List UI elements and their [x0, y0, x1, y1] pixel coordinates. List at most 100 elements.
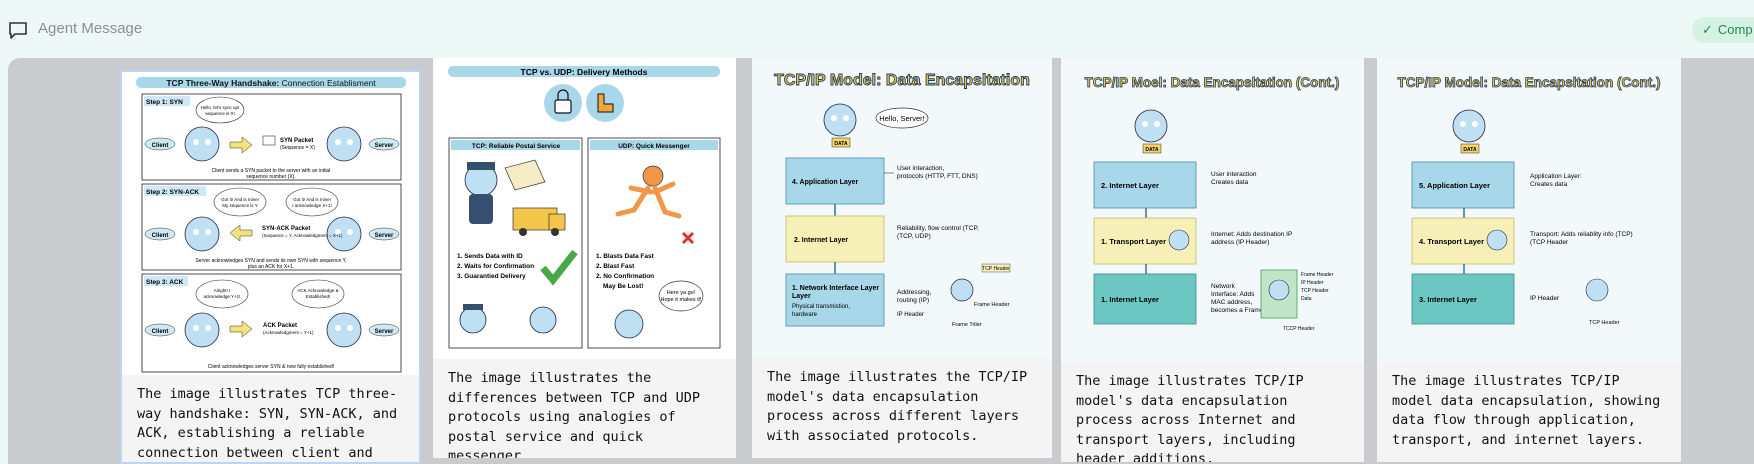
- svg-text:My sequence is Y: My sequence is Y: [222, 203, 257, 208]
- status-badge: ✓ Comp: [1692, 17, 1754, 43]
- svg-text:ACK Acknowledge &: ACK Acknowledge &: [297, 288, 338, 293]
- svg-text:Layer: Layer: [792, 293, 811, 300]
- svg-text:hardware: hardware: [792, 312, 818, 318]
- handshake-title-rest: Connection Establisment: [279, 78, 376, 88]
- tccp-header-tag: TCCP Header: [1283, 326, 1315, 332]
- svg-text:User interaction: User interaction: [1211, 171, 1257, 178]
- svg-text:Creates data: Creates data: [1211, 179, 1249, 186]
- tcp-point-2: 2. Waits for Confirmation: [457, 263, 534, 270]
- svg-text:address (IP Header): address (IP Header): [1211, 239, 1269, 246]
- svg-text:Got it! And is mine!: Got it! And is mine!: [293, 197, 331, 202]
- encap2-title: TCP/IP Moel: Data Encapsltation (Cont.): [1085, 75, 1340, 90]
- ack-packet: ACK Packet: [263, 323, 297, 329]
- handshake-title-bold: TCP Three-Way Handshake:: [166, 78, 279, 88]
- image-card-tcp-vs-udp[interactable]: TCP vs. UDP: Delivery Methods TCP: Relia…: [433, 58, 736, 458]
- encapsulation-illustration-1[interactable]: TCP/IP Model: Data Encapsltation DATA He…: [752, 58, 1052, 358]
- tcp-panel-title: TCP: Reliable Postal Service: [472, 143, 561, 150]
- svg-text:Hello, let's sync up!: Hello, let's sync up!: [201, 105, 240, 110]
- tcp-udp-title: TCP vs. UDP: Delivery Methods: [521, 67, 648, 77]
- step-2-box: Step 2: SYN-ACK Client Server SYN-ACK Pa…: [142, 184, 401, 270]
- svg-text:sequence number (X).: sequence number (X).: [246, 174, 295, 180]
- svg-text:IP Header: IP Header: [897, 312, 924, 318]
- tcp-header-tag-2: TCP Header: [1301, 288, 1329, 294]
- hello-server-bubble: Hello, Server!: [879, 114, 924, 123]
- encap3-title: TCP/IP Model: Data Encapsltation (Cont.): [1397, 75, 1660, 90]
- image-caption: The image illustrates the differences be…: [433, 359, 736, 458]
- image-caption: The image illustrates the TCP/IP model's…: [752, 358, 1052, 458]
- udp-panel-title: UDP: Quick Messenger: [618, 143, 690, 150]
- data-tag: DATA: [1145, 147, 1159, 153]
- server-label-1: Server: [375, 143, 394, 149]
- image-caption: The image illustrates TCP/IP model data …: [1377, 362, 1681, 462]
- encap3-layer-3: 3. Internet Layer: [1419, 295, 1477, 304]
- ack-packet-sub: (Acknowledgment = Y+1): [263, 330, 314, 335]
- tcp-header-tag: TCP Header: [982, 266, 1010, 272]
- message-header: Agent Message ✓Comp: [0, 0, 1754, 60]
- svg-text:Creates data: Creates data: [1530, 181, 1568, 188]
- svg-text:becomes a Frame: becomes a Frame: [1211, 307, 1264, 314]
- tcp-point-1: 1. Sends Data with ID: [457, 253, 523, 260]
- svg-text:(TCP Header: (TCP Header: [1530, 239, 1569, 246]
- step-3-label: Step 3: ACK: [146, 279, 184, 286]
- client-label-1: Client: [152, 143, 169, 149]
- frame-header-tag-2: Frame Header: [1301, 272, 1334, 278]
- udp-point-4: May Be Lost!: [603, 283, 643, 290]
- frame-trailer-tag: Frame Triler: [952, 322, 982, 328]
- svg-text:Application Layer:: Application Layer:: [1530, 173, 1582, 180]
- svg-text:MAC address,: MAC address,: [1211, 299, 1252, 306]
- encapsulation-illustration-3[interactable]: TCP/IP Model: Data Encapsltation (Cont.)…: [1377, 58, 1681, 362]
- svg-text:Addressing,: Addressing,: [897, 289, 932, 296]
- image-card-handshake[interactable]: TCP Three-Way Handshake: Connection Esta…: [120, 70, 421, 464]
- udp-point-3: 2. No Confirmation: [596, 273, 654, 280]
- encap1-layer-1-desc: User interaction,: [897, 165, 945, 172]
- svg-text:1. Network Interface Layer: 1. Network Interface Layer: [792, 285, 879, 292]
- encap2-layer-2: 1. Transport Layer: [1101, 237, 1166, 246]
- data-tag-2: Data: [1301, 296, 1312, 302]
- svg-text:Client acknowledges server SYN: Client acknowledges server SYN & now ful…: [208, 364, 334, 370]
- ip-header-tag-2: IP Header: [1301, 280, 1324, 286]
- step-3-box: Step 3: ACK Client Server ACK Packet (Ac…: [142, 274, 401, 372]
- step-2-label: Step 2: SYN-ACK: [146, 189, 199, 196]
- syn-packet: SYN Packet: [280, 138, 313, 144]
- encap3-layer-1: 5. Application Layer: [1419, 181, 1490, 190]
- svg-text:plus an ACK for X+1.: plus an ACK for X+1.: [248, 264, 295, 270]
- tcp-udp-illustration[interactable]: TCP vs. UDP: Delivery Methods TCP: Relia…: [433, 58, 736, 359]
- svg-text:protocols (HTTP, FTT, DNS): protocols (HTTP, FTT, DNS): [897, 173, 978, 180]
- svg-text:DATA: DATA: [834, 141, 848, 147]
- syn-packet-sub: (Sequence = X): [280, 145, 315, 151]
- handshake-illustration[interactable]: TCP Three-Way Handshake: Connection Esta…: [122, 72, 419, 375]
- svg-text:Hope it makes it!: Hope it makes it!: [661, 297, 702, 303]
- step-1-label: Step 1: SYN: [146, 99, 183, 106]
- svg-text:TCP Three-Way Handshake: Conne: TCP Three-Way Handshake: Connection Esta…: [166, 78, 376, 88]
- image-card-encapsulation-3[interactable]: TCP/IP Model: Data Encapsltation (Cont.)…: [1377, 58, 1681, 462]
- svg-text:Established!: Established!: [306, 294, 331, 299]
- check-icon: ✓: [1702, 22, 1713, 37]
- encap1-title: TCP/IP Model: Data Encapsltation: [774, 72, 1030, 89]
- encapsulation-illustration-2[interactable]: TCP/IP Moel: Data Encapsltation (Cont.) …: [1061, 58, 1364, 362]
- svg-text:routing (IP): routing (IP): [897, 297, 929, 304]
- encap2-layer-1: 2. Internet Layer: [1101, 181, 1159, 190]
- encap3-layer-2: 4. Transport Layer: [1419, 237, 1484, 246]
- svg-text:(TCP, UDP): (TCP, UDP): [897, 233, 931, 240]
- svg-text:Interface: Adds: Interface: Adds: [1211, 291, 1255, 298]
- status-text: Comp: [1718, 22, 1753, 37]
- frame-header-tag: Frame Header: [974, 302, 1010, 308]
- svg-text:Client: Client: [152, 233, 169, 239]
- image-caption: The image illustrates TCP/IP model's dat…: [1061, 362, 1364, 462]
- image-caption: The image illustrates TCP three-way hand…: [122, 375, 419, 462]
- svg-text:Network: Network: [1211, 283, 1236, 290]
- ip-header-label: IP Header: [1530, 295, 1560, 302]
- svg-text:Physical transmistion,: Physical transmistion,: [792, 304, 850, 310]
- svg-text:Here ya go!: Here ya go!: [667, 290, 696, 296]
- encap1-layer-2: 2. Internet Layer: [794, 237, 848, 244]
- svg-text:Server: Server: [375, 329, 394, 335]
- step-1-box: Step 1: SYN Client Server SYN Packet (Se…: [142, 94, 401, 180]
- svg-text:acknowledge Y+1!: acknowledge Y+1!: [204, 294, 241, 299]
- svg-text:Server: Server: [375, 233, 394, 239]
- svg-text:Transport: Adds reliablity inf: Transport: Adds reliablity info (TCP): [1530, 231, 1633, 238]
- encap1-layer-1: 4. Application Layer: [792, 179, 859, 186]
- image-card-encapsulation-2[interactable]: TCP/IP Moel: Data Encapsltation (Cont.) …: [1061, 58, 1364, 462]
- svg-text:Reliability, flow control (TCP: Reliability, flow control (TCP,: [897, 225, 979, 232]
- image-card-encapsulation-1[interactable]: TCP/IP Model: Data Encapsltation DATA He…: [752, 58, 1052, 458]
- svg-text:sequence is X!: sequence is X!: [205, 111, 235, 116]
